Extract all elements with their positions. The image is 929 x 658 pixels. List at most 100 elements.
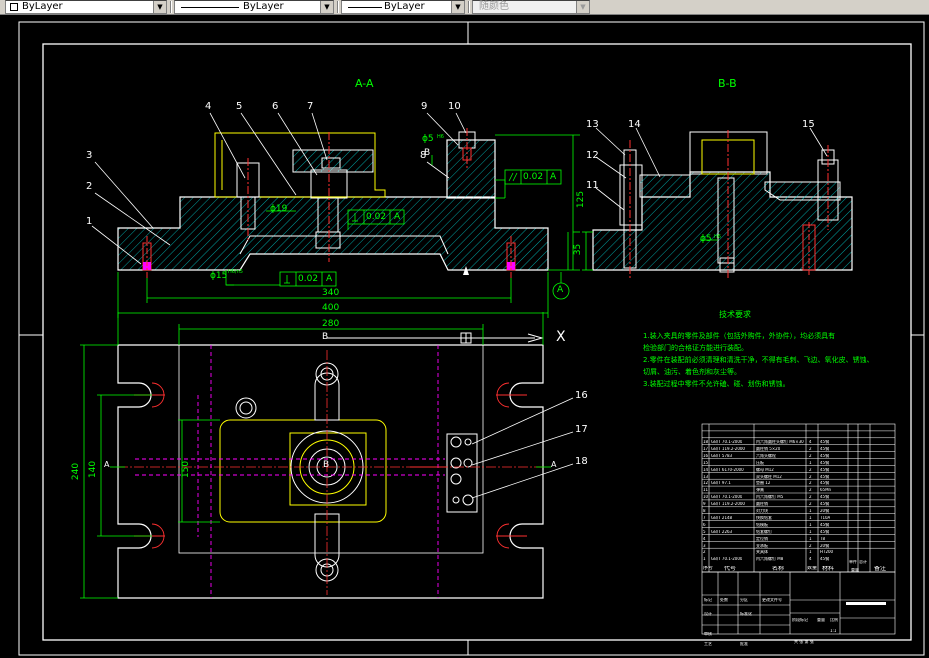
bom-cell-mat: 45钢 bbox=[820, 502, 830, 507]
bom-cell-name: 对刀块 bbox=[756, 509, 768, 513]
bom-cell-mat: 45钢 bbox=[820, 557, 830, 562]
bom-cell-qty: 1 bbox=[809, 509, 812, 513]
bom-cell-mat: HT200 bbox=[820, 550, 834, 555]
bom-table bbox=[701, 423, 896, 635]
bom-cell-qty: 2 bbox=[809, 488, 812, 493]
bom-cell-code: GB/T 119.2-2000 bbox=[711, 502, 745, 507]
bom-cell-name: 内六角螺钉 M5 bbox=[756, 495, 784, 500]
drawing-canvas[interactable]: A-A B-B 1 2 3 4 5 6 7 8 9 10 11 12 13 14… bbox=[0, 15, 929, 658]
callout-2: 2 bbox=[86, 181, 93, 192]
callout-13: 13 bbox=[586, 119, 599, 130]
bom-header-remark: 备注 bbox=[874, 566, 887, 572]
tb-process: 工艺 bbox=[704, 642, 712, 646]
bom-cell-name: 快换钻套 bbox=[756, 515, 772, 520]
notes-line: 切屑、油污、着色剂和灰尘等。 bbox=[643, 368, 741, 376]
bom-cell-no: 12 bbox=[703, 481, 709, 486]
bom-cell-qty: 2 bbox=[809, 446, 812, 451]
color-swatch-icon bbox=[10, 3, 18, 11]
dim-phi15: ϕ15 bbox=[210, 271, 228, 281]
bom-cell-name: 压板 bbox=[756, 460, 764, 465]
bom-cell-no: 15 bbox=[703, 460, 709, 465]
dim-140: 140 bbox=[88, 460, 99, 479]
callout-17: 17 bbox=[575, 424, 588, 435]
cad-drawing bbox=[18, 21, 925, 656]
sheet-inner-border bbox=[42, 43, 912, 641]
callout-9: 9 bbox=[421, 101, 428, 112]
bom-cell-name: 内六角螺钉 M8 bbox=[756, 557, 784, 562]
bom-cell-code: GB/T 70.1-2000 bbox=[711, 557, 743, 562]
plotstyle-combo[interactable]: 随颜色 ▼ bbox=[472, 0, 590, 14]
callout-5: 5 bbox=[236, 101, 243, 112]
chevron-down-icon[interactable]: ▼ bbox=[320, 1, 333, 13]
plotstyle-value: 随颜色 bbox=[479, 1, 509, 12]
bom-cell-mat: 45钢 bbox=[820, 440, 830, 444]
bom-cell-name: 钻套螺钉 bbox=[756, 529, 772, 534]
tol-par-value: 0.02 bbox=[523, 172, 544, 182]
bom-cell-code: GB/T 97.1 bbox=[711, 481, 731, 486]
callout-3: 3 bbox=[86, 150, 93, 161]
tol-perp-2-datum: A bbox=[394, 212, 401, 222]
tb-zone: 分区 bbox=[740, 598, 748, 602]
bom-cell-code: GB/T 2148 bbox=[711, 515, 733, 520]
plan-view bbox=[80, 312, 574, 599]
dim-phi5-bb-fit: H6 bbox=[714, 234, 721, 240]
bom-cell-name: 双头螺柱 M12 bbox=[756, 474, 782, 479]
bom-cell-mat: 45钢 bbox=[820, 529, 830, 534]
bom-cell-name: 圆柱销 bbox=[756, 502, 768, 507]
toolbar-separator bbox=[170, 1, 172, 13]
bom-cell-no: 8 bbox=[703, 509, 706, 513]
bom-cell-name: 支承板 bbox=[756, 543, 768, 548]
color-combo[interactable]: ByLayer ▼ bbox=[5, 0, 167, 14]
callout-10: 10 bbox=[448, 101, 461, 112]
dim-phi5-bb: ϕ5 bbox=[700, 234, 712, 244]
notes-title: 技术要求 bbox=[719, 310, 751, 319]
dim-240: 240 bbox=[71, 462, 82, 481]
bom-cell-no: 4 bbox=[703, 536, 706, 541]
bom-cell-name: 圆柱销 5×20 bbox=[756, 446, 781, 451]
bom-cell-mat: 20钢 bbox=[820, 509, 830, 513]
tb-marks: 标记 bbox=[704, 598, 712, 602]
properties-toolbar: ByLayer ▼ ByLayer ▼ ByLayer ▼ 随颜色 ▼ bbox=[0, 0, 929, 15]
chevron-down-icon[interactable]: ▼ bbox=[451, 1, 464, 13]
bom-cell-no: 1 bbox=[703, 557, 706, 562]
notes-line: 1.装入夹具的零件及部件（包括外购件，外协件），均必须具有 bbox=[643, 332, 836, 340]
linetype-value: ByLayer bbox=[243, 1, 284, 12]
bom-cell-mat: T8 bbox=[820, 536, 825, 541]
tb-design: 设计 bbox=[704, 612, 712, 616]
dim-phi19: ϕ19 bbox=[270, 204, 288, 214]
tb-review: 审核 bbox=[704, 632, 712, 636]
bom-cell-qty: 2 bbox=[809, 474, 812, 479]
bom-row-lines bbox=[702, 430, 895, 549]
dim-phi5-top: ϕ5 bbox=[422, 134, 434, 144]
bom-cell-qty: 2 bbox=[809, 453, 812, 458]
view-title-bb: B-B bbox=[718, 77, 737, 90]
bom-cell-qty: 1 bbox=[809, 529, 812, 534]
section-letter-a-left: A bbox=[104, 460, 110, 469]
linetype-combo[interactable]: ByLayer ▼ bbox=[174, 0, 334, 14]
bom-header-total: 总计 bbox=[859, 560, 867, 564]
bom-cell-qty: 1 bbox=[809, 550, 812, 555]
dim-125: 125 bbox=[576, 190, 587, 209]
bom-cell-qty: 1 bbox=[809, 522, 812, 527]
bom-cell-name: 定位销 bbox=[756, 536, 768, 541]
bom-cell-no: 7 bbox=[703, 515, 706, 520]
tol-perp-1-datum: A bbox=[326, 274, 333, 284]
color-value: ByLayer bbox=[22, 1, 63, 12]
bom-cell-no: 14 bbox=[703, 467, 709, 472]
callout-7: 7 bbox=[307, 101, 314, 112]
lineweight-combo[interactable]: ByLayer ▼ bbox=[341, 0, 465, 14]
bom-header-code: 代号 bbox=[724, 566, 737, 572]
bom-cell-no: 9 bbox=[703, 502, 706, 507]
callout-4: 4 bbox=[205, 101, 212, 112]
bom-header-weight: 重量 bbox=[851, 568, 859, 572]
bom-cell-no: 18 bbox=[703, 440, 709, 444]
bom-cell-mat: 45钢 bbox=[820, 460, 830, 465]
sheet-outer-border bbox=[18, 21, 925, 656]
tb-change-doc: 更改文件号 bbox=[762, 598, 782, 602]
chevron-down-icon[interactable]: ▼ bbox=[153, 1, 166, 13]
bom-cell-mat: T10A bbox=[820, 515, 831, 520]
chevron-down-icon[interactable]: ▼ bbox=[576, 1, 589, 13]
bom-cell-qty: 1 bbox=[809, 460, 812, 465]
tol-perp-2-value: 0.02 bbox=[366, 212, 387, 222]
bom-cell-mat: 45钢 bbox=[820, 481, 830, 486]
